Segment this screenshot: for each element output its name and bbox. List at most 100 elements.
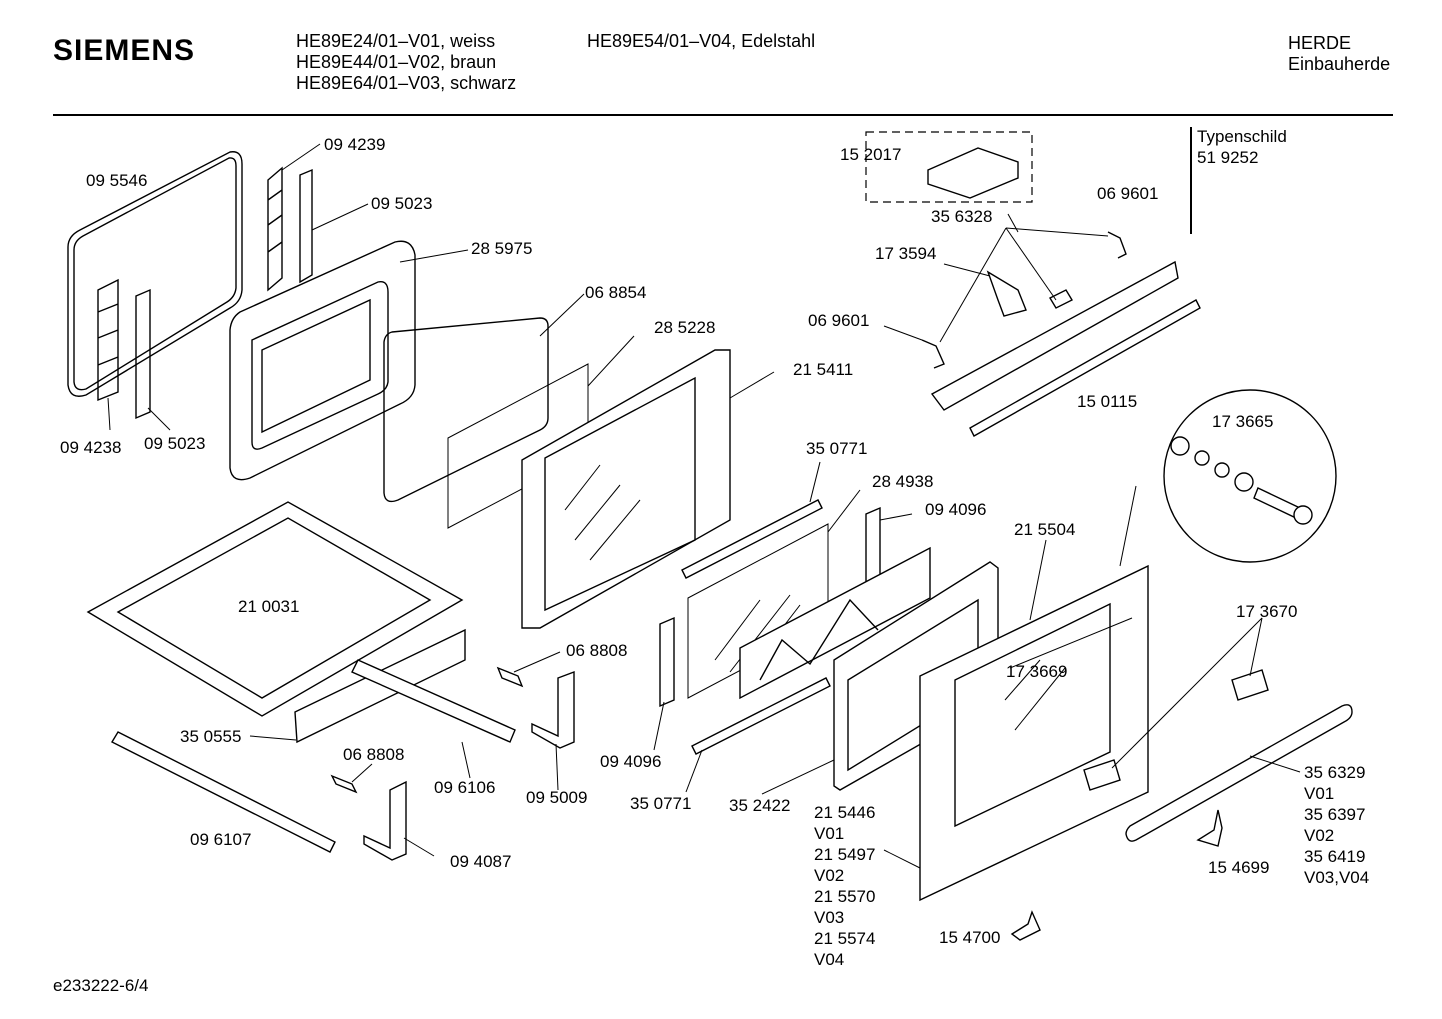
variant-label: 35 6329 bbox=[1304, 763, 1365, 782]
part-label: 21 5504 bbox=[1014, 520, 1075, 539]
part-label: 09 4096 bbox=[925, 500, 986, 519]
variant-label: V04 bbox=[814, 950, 844, 969]
part-label: 28 4938 bbox=[872, 472, 933, 491]
part-label: 35 0771 bbox=[630, 794, 691, 813]
plate-152017 bbox=[927, 147, 1019, 199]
part-label: 06 8808 bbox=[566, 641, 627, 660]
part-label: 09 6106 bbox=[434, 778, 495, 797]
model-line: HE89E24/01–V01, weiss bbox=[296, 31, 496, 51]
variant-label: V01 bbox=[814, 824, 844, 843]
variant-label: V02 bbox=[814, 866, 844, 885]
part-label: 09 5023 bbox=[371, 194, 432, 213]
clip-068808a bbox=[496, 666, 524, 688]
part-label: 35 6328 bbox=[931, 207, 992, 226]
variant-label: V01 bbox=[1304, 784, 1334, 803]
variant-label: 21 5570 bbox=[814, 887, 875, 906]
hinge-094238 bbox=[97, 278, 119, 402]
seal-068854 bbox=[383, 317, 549, 503]
part-label: 17 3665 bbox=[1212, 412, 1273, 431]
part-label: 21 0031 bbox=[238, 597, 299, 616]
inner-door-window bbox=[544, 376, 696, 612]
variant-label: 21 5446 bbox=[814, 803, 875, 822]
oven-floor-inner bbox=[116, 517, 432, 699]
brand-logo: SIEMENS bbox=[53, 34, 196, 67]
oven-floor-210031 bbox=[86, 501, 464, 717]
panel-350555 bbox=[294, 628, 466, 744]
screw-part bbox=[1170, 436, 1190, 456]
screw-head bbox=[1293, 505, 1313, 525]
part-label: 09 4239 bbox=[324, 135, 385, 154]
clip-069601b bbox=[921, 339, 945, 369]
bracket-095009 bbox=[531, 670, 575, 749]
door-frame-window bbox=[251, 281, 389, 450]
model-line: HE89E54/01–V04, Edelstahl bbox=[587, 31, 816, 51]
part-label: 15 0115 bbox=[1077, 392, 1137, 411]
inner-door-reflection bbox=[564, 464, 641, 561]
header-rule bbox=[53, 114, 1393, 116]
part-label: 15 4700 bbox=[939, 928, 1000, 947]
screw-part bbox=[1194, 450, 1210, 466]
bracket-095023a bbox=[299, 168, 313, 284]
category-line: HERDE bbox=[1288, 33, 1352, 53]
typenschild-number: 51 9252 bbox=[1197, 148, 1258, 167]
model-list-1: HE89E24/01–V01, weiss HE89E44/01–V02, br… bbox=[296, 31, 516, 94]
part-label: 09 4096 bbox=[600, 752, 661, 771]
part-label: 09 5009 bbox=[526, 788, 587, 807]
strip-350771b bbox=[691, 677, 831, 755]
inner-door-215411 bbox=[521, 349, 731, 629]
model-line: HE89E64/01–V03, schwarz bbox=[296, 73, 517, 93]
part-label: 17 3670 bbox=[1236, 602, 1297, 621]
variant-label: 21 5497 bbox=[814, 845, 875, 864]
handle-356329 bbox=[1125, 704, 1353, 842]
clip-068808b bbox=[330, 774, 358, 794]
clip-069601a bbox=[1107, 231, 1127, 259]
part-label: 17 3594 bbox=[875, 244, 936, 263]
part-label: 35 2422 bbox=[729, 796, 790, 815]
variant-label: V03,V04 bbox=[1304, 868, 1369, 887]
door-seal-095546 bbox=[67, 151, 243, 397]
part-label: 28 5228 bbox=[654, 318, 715, 337]
block-173670b bbox=[1083, 759, 1121, 791]
bracket-173594 bbox=[986, 270, 1027, 317]
bracket-095023b bbox=[135, 288, 151, 420]
door-seal-inner bbox=[73, 157, 237, 391]
variant-label: 35 6397 bbox=[1304, 805, 1365, 824]
hinge-154700 bbox=[1010, 910, 1041, 941]
category-line: Einbauherde bbox=[1288, 54, 1391, 74]
typenschild-label: Typenschild bbox=[1197, 127, 1287, 146]
part-label: 06 9601 bbox=[808, 311, 869, 330]
block-173670a bbox=[1231, 669, 1269, 701]
variant-label: 35 6419 bbox=[1304, 847, 1365, 866]
part-label: 09 6107 bbox=[190, 830, 251, 849]
part-label: 06 9601 bbox=[1097, 184, 1158, 203]
hinge-094239 bbox=[267, 166, 283, 292]
hinge-154699 bbox=[1196, 809, 1223, 847]
screw-part bbox=[1214, 462, 1230, 478]
rail-096107 bbox=[111, 731, 336, 853]
strip-350771a bbox=[681, 499, 823, 579]
outer-door-window bbox=[954, 602, 1111, 828]
document-code: e233222-6/4 bbox=[53, 976, 149, 995]
part-label: 35 0771 bbox=[806, 439, 867, 458]
variant-label: V03 bbox=[814, 908, 844, 927]
screw-part bbox=[1234, 472, 1254, 492]
clip-356328 bbox=[1049, 289, 1073, 309]
part-label: 15 2017 bbox=[840, 145, 901, 164]
part-label: 28 5975 bbox=[471, 239, 532, 258]
screw-173665 bbox=[1253, 487, 1301, 519]
part-label: 35 0555 bbox=[180, 727, 241, 746]
decor-strip-zigzag bbox=[759, 598, 879, 681]
model-list-2: HE89E54/01–V04, Edelstahl bbox=[587, 31, 815, 52]
part-label: 15 4699 bbox=[1208, 858, 1269, 877]
part-label: 17 3669 bbox=[1006, 662, 1067, 681]
control-rail bbox=[930, 260, 1179, 411]
door-frame-window-inner bbox=[261, 298, 371, 434]
bracket-094087 bbox=[363, 780, 407, 861]
outer-door-215446 bbox=[919, 564, 1149, 902]
bracket-094096b bbox=[659, 616, 675, 708]
category-block: HERDE Einbauherde bbox=[1288, 33, 1390, 75]
part-label: 09 5023 bbox=[144, 434, 205, 453]
variant-label: V02 bbox=[1304, 826, 1334, 845]
part-label: 21 5411 bbox=[793, 360, 853, 379]
